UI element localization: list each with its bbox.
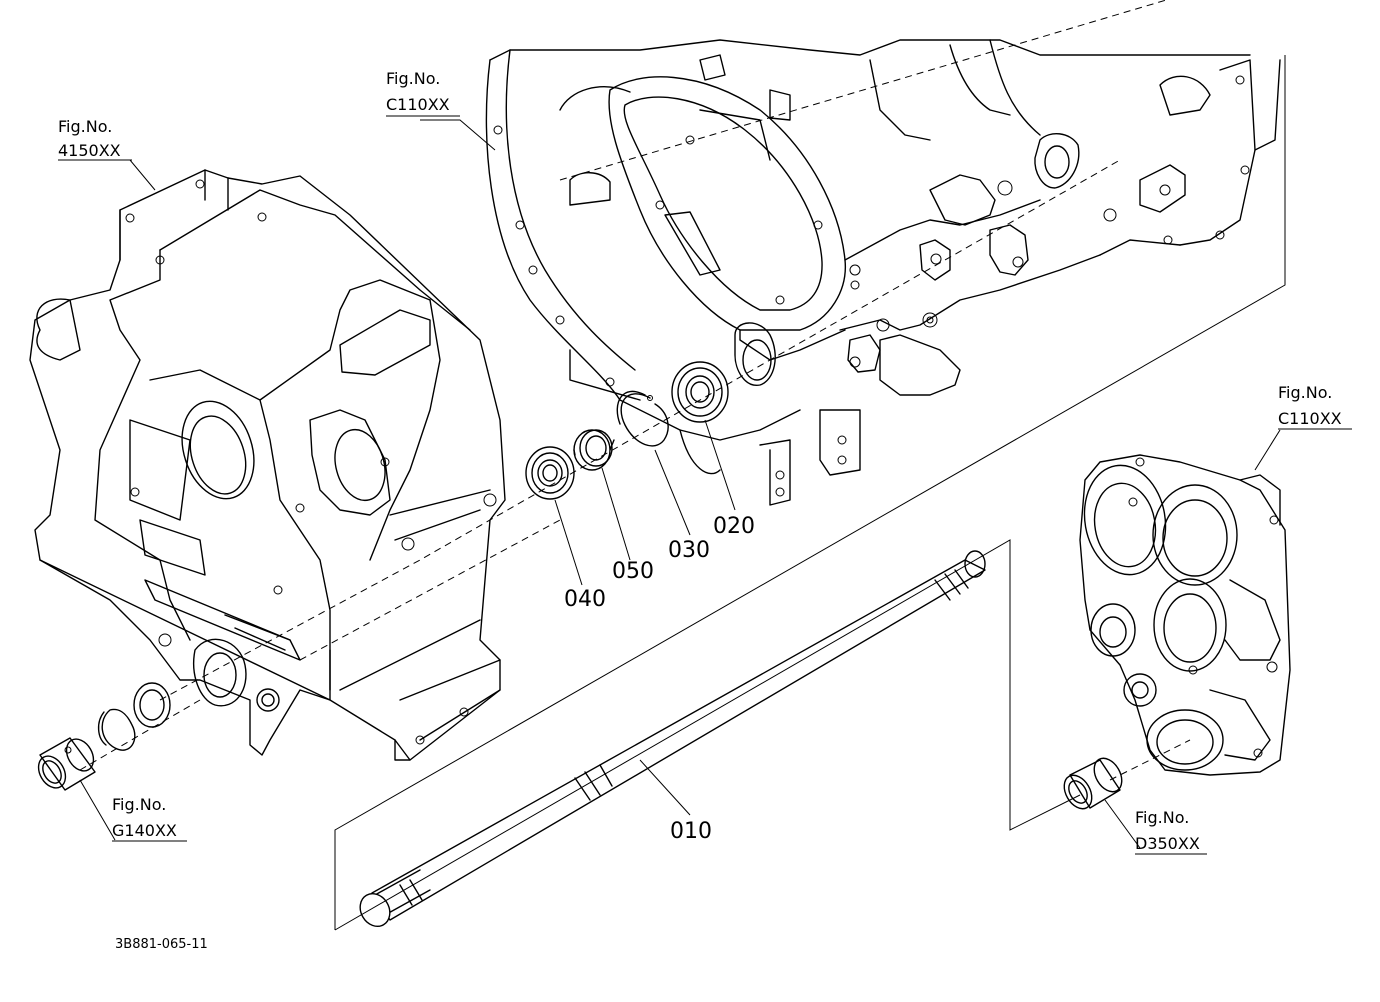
figure-ref-label: Fig.No. xyxy=(386,69,440,88)
center-lines xyxy=(79,0,1191,781)
figure-ref-label: Fig.No. xyxy=(112,795,166,814)
part-number-030[interactable]: 030 xyxy=(668,538,710,563)
part-number-040[interactable]: 040 xyxy=(564,587,606,612)
part-number-020[interactable]: 020 xyxy=(713,514,755,539)
group-boundary xyxy=(334,55,1286,931)
figure-ref-code: D350XX xyxy=(1135,834,1200,853)
right-cover xyxy=(1079,454,1291,776)
figure-ref-code: C110XX xyxy=(1278,409,1342,428)
figure-ref-d350[interactable]: Fig.No. D350XX xyxy=(1135,808,1207,855)
figure-ref-label: Fig.No. xyxy=(1278,383,1332,402)
figure-ref-c110-top[interactable]: Fig.No. C110XX xyxy=(386,69,460,117)
left-housing xyxy=(29,169,506,761)
oil-seal-040 xyxy=(525,446,575,500)
part-number-050[interactable]: 050 xyxy=(612,559,654,584)
main-housing xyxy=(485,39,1281,506)
figure-ref-code: C110XX xyxy=(386,95,450,114)
leader-lines xyxy=(79,119,1281,849)
part-number-010[interactable]: 010 xyxy=(670,819,712,844)
figure-ref-4150[interactable]: Fig.No. 4150XX xyxy=(58,117,132,161)
figure-ref-c110-right[interactable]: Fig.No. C110XX xyxy=(1278,383,1352,430)
left-snap-ring xyxy=(97,708,136,751)
bearing-020 xyxy=(671,361,729,423)
snap-ring-030 xyxy=(616,390,669,447)
left-seal xyxy=(133,682,171,728)
left-bushing xyxy=(37,737,96,791)
figure-ref-code: G140XX xyxy=(112,821,177,840)
figure-ref-g140[interactable]: Fig.No. G140XX xyxy=(112,795,187,842)
figure-ref-code: 4150XX xyxy=(58,141,121,160)
seal-050 xyxy=(573,429,615,471)
figure-ref-label: Fig.No. xyxy=(58,117,112,136)
shaft-010 xyxy=(359,550,986,928)
drawing-id: 3B881-065-11 xyxy=(115,937,208,952)
figure-ref-label: Fig.No. xyxy=(1135,808,1189,827)
right-bushing xyxy=(1063,757,1123,810)
